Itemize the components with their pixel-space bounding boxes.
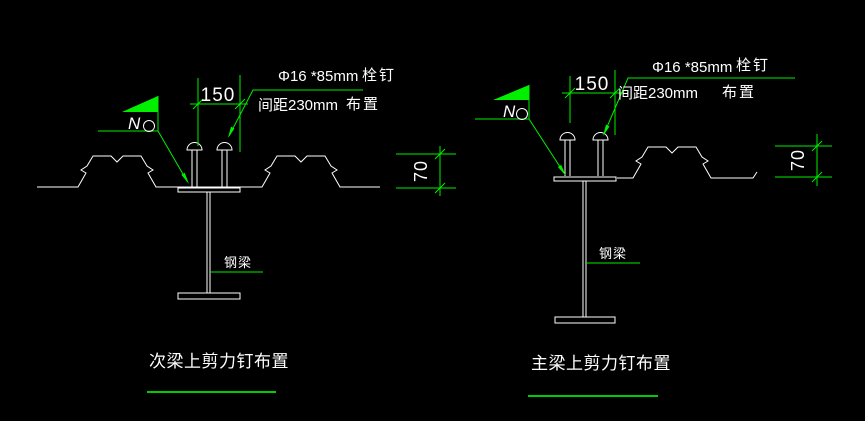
stud-spec-text: Φ16 *85mm bbox=[652, 59, 733, 76]
extension-lines bbox=[197, 75, 241, 152]
leader-arrowhead bbox=[181, 172, 189, 184]
weld-leader-line bbox=[157, 130, 188, 182]
weld-flag bbox=[493, 85, 529, 100]
dimension-tick bbox=[192, 98, 246, 110]
leader-arrowhead bbox=[603, 124, 610, 136]
extension-lines bbox=[569, 70, 616, 135]
stud-head bbox=[559, 132, 576, 141]
beam-web bbox=[582, 181, 587, 317]
stud-label-line1: 栓钉 bbox=[736, 57, 771, 74]
weld-flag bbox=[122, 96, 158, 112]
stud-shaft bbox=[597, 140, 604, 176]
stud-label-line1: 栓钉 bbox=[362, 67, 397, 84]
leader-arrowhead bbox=[228, 126, 235, 138]
deck-profile bbox=[37, 155, 380, 188]
leader-line bbox=[603, 77, 795, 135]
leader-arrowhead bbox=[557, 164, 566, 176]
stud-shaft bbox=[191, 150, 198, 187]
diagram-caption: 次梁上剪力钉布置 bbox=[149, 352, 289, 371]
weld-symbol bbox=[475, 85, 566, 176]
beam-label-text: 钢梁 bbox=[599, 246, 628, 261]
dimension-70 bbox=[396, 146, 456, 196]
stud-label-line2: 布置 bbox=[722, 84, 757, 101]
leader-line bbox=[228, 89, 363, 137]
shear-stud bbox=[186, 142, 203, 187]
extension-lines bbox=[775, 145, 832, 178]
beam-top-flange bbox=[177, 187, 241, 193]
deck-height-dimension-text: 70 bbox=[411, 159, 431, 183]
stud-spec-leader bbox=[228, 89, 363, 138]
stud-gauge-dimension-text: 150 bbox=[574, 74, 610, 95]
deck-height-dimension-text: 70 bbox=[788, 148, 808, 172]
secondary-beam-diagram bbox=[37, 75, 456, 393]
dimension-150 bbox=[190, 75, 248, 152]
stud-spacing-text: 间距230mm bbox=[618, 85, 699, 102]
diagram-caption: 主梁上剪力钉布置 bbox=[531, 354, 671, 373]
weld-leader-line bbox=[528, 118, 565, 174]
stud-gauge-dimension-text: 150 bbox=[200, 85, 236, 106]
dimension-tick bbox=[811, 140, 823, 183]
stud-spec-leader bbox=[603, 77, 795, 136]
stud-head bbox=[592, 132, 609, 141]
dimension-70 bbox=[775, 134, 832, 186]
main-beam-diagram bbox=[475, 70, 832, 397]
stud-label-line2: 布置 bbox=[346, 96, 381, 113]
beam-web bbox=[206, 192, 211, 293]
weld-mark-text: N bbox=[128, 114, 141, 133]
extension-lines bbox=[396, 153, 456, 189]
stud-shaft bbox=[564, 140, 571, 176]
steel-beam bbox=[177, 187, 241, 300]
deck-profile bbox=[617, 146, 758, 179]
stud-head bbox=[186, 142, 203, 151]
weld-mark-text: N bbox=[503, 102, 516, 121]
shear-stud bbox=[559, 132, 576, 176]
weld-all-around-circle bbox=[516, 108, 528, 120]
beam-bottom-flange bbox=[554, 316, 616, 324]
stud-spec-text: Φ16 *85mm bbox=[278, 68, 359, 85]
beam-label-text: 钢梁 bbox=[224, 255, 253, 270]
shear-stud bbox=[592, 132, 609, 176]
shear-stud bbox=[216, 142, 233, 187]
beam-top-flange bbox=[553, 176, 617, 182]
steel-beam bbox=[553, 176, 617, 324]
dimension-150 bbox=[562, 70, 623, 135]
weld-symbol bbox=[98, 96, 189, 184]
dimension-tick bbox=[434, 148, 446, 194]
weld-all-around-circle bbox=[143, 120, 155, 132]
stud-spacing-text: 间距230mm bbox=[258, 97, 339, 114]
stud-shaft bbox=[221, 150, 228, 187]
dimension-tick bbox=[564, 87, 621, 99]
beam-bottom-flange bbox=[177, 292, 241, 300]
stud-head bbox=[216, 142, 233, 151]
